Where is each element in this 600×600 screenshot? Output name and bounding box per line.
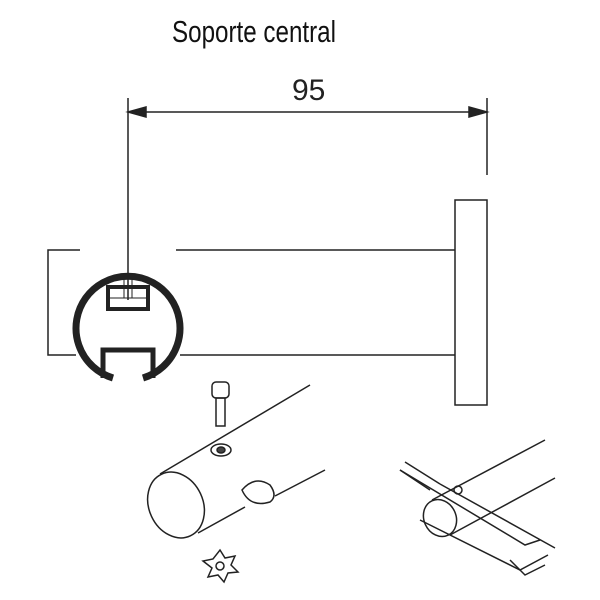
exploded-view-tube [146,384,326,539]
rail-profile [72,272,184,382]
bracket-side-view [47,199,488,406]
assembled-view [399,439,556,576]
screw [211,381,230,427]
dimension-lines [125,98,490,300]
star-nut [201,548,240,584]
page-title: Soporte central [172,14,336,49]
dimension-label: 95 [292,74,326,107]
